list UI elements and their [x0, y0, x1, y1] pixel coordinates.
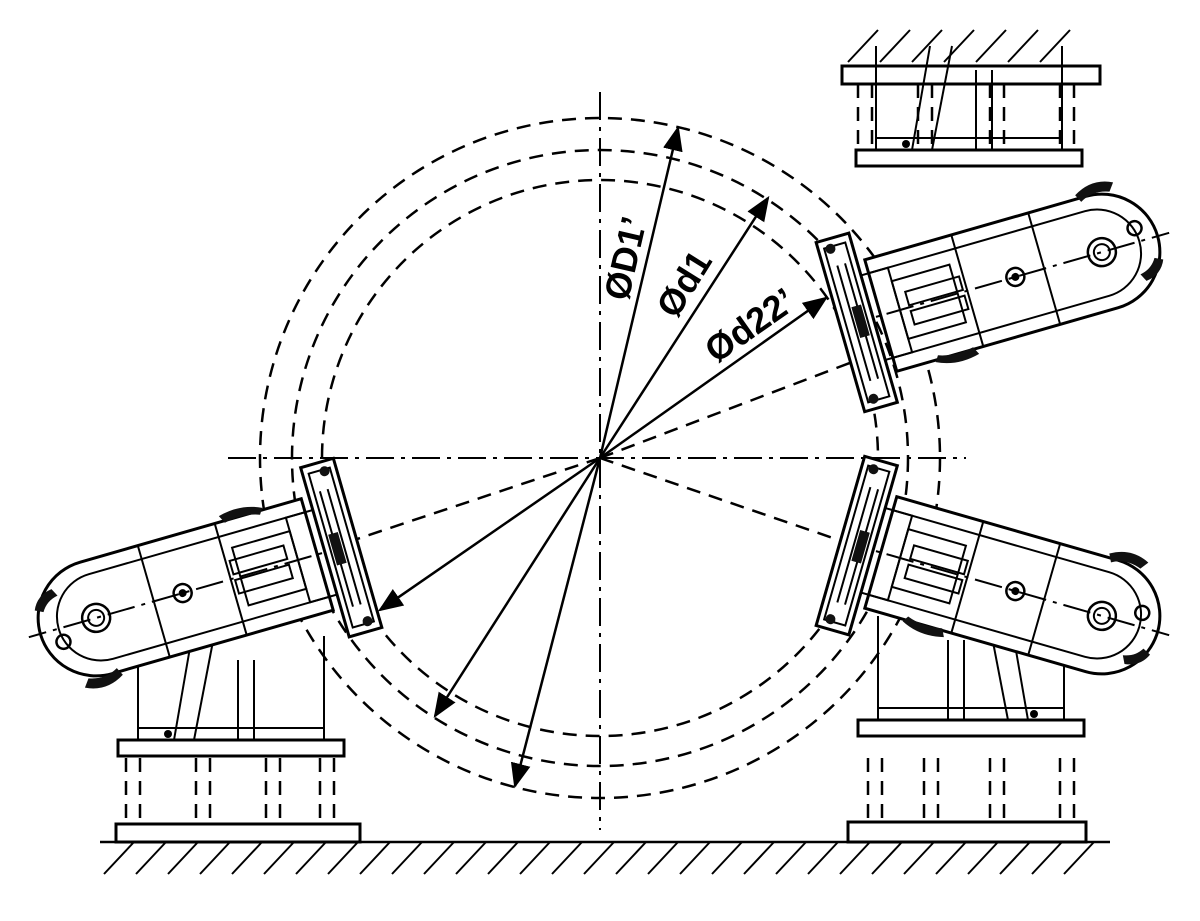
hatch-line — [1031, 841, 1063, 875]
hatch-line — [975, 29, 1007, 63]
hatch-line — [743, 841, 775, 875]
hatch-line — [391, 841, 423, 875]
hatch-line — [1039, 29, 1071, 63]
hatch-line — [615, 841, 647, 875]
hatch-line — [967, 841, 999, 875]
hatch-line — [935, 841, 967, 875]
hatch-line — [263, 841, 295, 875]
label-d1-outer: ØD1’ — [596, 213, 655, 304]
hatch-line — [1007, 29, 1039, 63]
hatch-line — [999, 841, 1031, 875]
hatch-line — [519, 841, 551, 875]
hatch-line — [423, 841, 455, 875]
hatch-line — [167, 841, 199, 875]
hatch-line — [879, 29, 911, 63]
hatch-line — [135, 841, 167, 875]
hatch-line — [295, 841, 327, 875]
roller-support-bottom-right — [814, 454, 1195, 844]
hatch-line — [103, 841, 135, 875]
hatch-line — [911, 29, 943, 63]
hatch-line — [839, 841, 871, 875]
dimension-rays — [329, 125, 869, 789]
hatch-line — [359, 841, 391, 875]
hatch-line — [679, 841, 711, 875]
hatch-line — [775, 841, 807, 875]
hatch-line — [1063, 841, 1095, 875]
roller-support-top-right — [814, 44, 1195, 414]
hatch-line — [551, 841, 583, 875]
hatch-line — [647, 841, 679, 875]
hatch-line — [455, 841, 487, 875]
hatch-line — [327, 841, 359, 875]
hatch-line — [583, 841, 615, 875]
label-d1: Ød1 — [648, 243, 720, 324]
hatch-line — [943, 29, 975, 63]
roller-support-bottom-left — [3, 456, 384, 844]
hatch-line — [903, 841, 935, 875]
ground-hatch — [100, 840, 1110, 875]
hatch-line — [487, 841, 519, 875]
hatch-line — [711, 841, 743, 875]
hatch-line — [847, 29, 879, 63]
hatch-line — [231, 841, 263, 875]
hatch-line — [199, 841, 231, 875]
hatch-line — [871, 841, 903, 875]
hatch-line — [807, 841, 839, 875]
